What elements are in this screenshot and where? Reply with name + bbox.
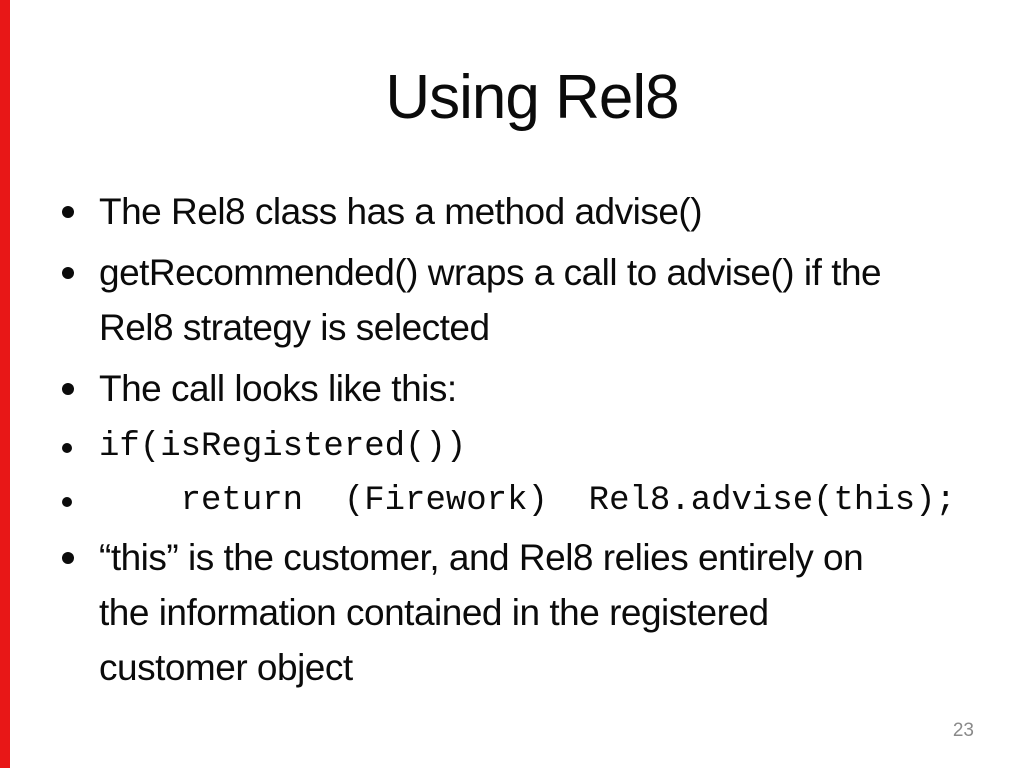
- bullet-item: if(isRegistered()): [62, 422, 962, 473]
- bullet-list: The Rel8 class has a method advise() getR…: [62, 184, 962, 701]
- bullet-dot-icon: [62, 497, 72, 507]
- bullet-dot-cell: [62, 422, 99, 453]
- bullet-dot-icon: [62, 383, 74, 395]
- bullet-item: “this” is the customer, and Rel8 relies …: [62, 530, 962, 695]
- bullet-dot-cell: [62, 184, 99, 218]
- left-edge-bar: [0, 0, 10, 768]
- bullet-text: The call looks like this:: [99, 361, 962, 416]
- bullet-dot-icon: [62, 206, 74, 218]
- bullet-text-line: if(isRegistered()): [99, 428, 467, 466]
- bullet-text: return (Firework) Rel8.advise(this);: [99, 476, 962, 527]
- bullet-item: return (Firework) Rel8.advise(this);: [62, 476, 962, 527]
- bullet-text-line: The call looks like this:: [99, 368, 457, 409]
- bullet-dot-icon: [62, 443, 72, 453]
- page-number: 23: [952, 720, 974, 741]
- bullet-text-line: Rel8 strategy is selected: [99, 307, 490, 348]
- bullet-item: The call looks like this:: [62, 361, 962, 416]
- bullet-dot-icon: [62, 552, 74, 564]
- bullet-text: “this” is the customer, and Rel8 relies …: [99, 530, 962, 695]
- bullet-text-line: getRecommended() wraps a call to advise(…: [99, 252, 882, 293]
- bullet-text-line: The Rel8 class has a method advise(): [99, 191, 703, 232]
- bullet-text-line: return (Firework) Rel8.advise(this);: [99, 482, 956, 520]
- bullet-dot-icon: [62, 267, 74, 279]
- bullet-dot-cell: [62, 530, 99, 564]
- bullet-dot-cell: [62, 476, 99, 507]
- bullet-item: getRecommended() wraps a call to advise(…: [62, 245, 962, 355]
- slide-title: Using Rel8: [385, 63, 679, 132]
- bullet-text-line: the information contained in the registe…: [99, 592, 769, 633]
- bullet-text: The Rel8 class has a method advise(): [99, 184, 962, 239]
- bullet-dot-cell: [62, 361, 99, 395]
- bullet-item: The Rel8 class has a method advise(): [62, 184, 962, 239]
- bullet-text-line: customer object: [99, 647, 353, 688]
- bullet-text-line: “this” is the customer, and Rel8 relies …: [99, 537, 864, 578]
- bullet-text: if(isRegistered()): [99, 422, 962, 473]
- bullet-dot-cell: [62, 245, 99, 279]
- bullet-text: getRecommended() wraps a call to advise(…: [99, 245, 962, 355]
